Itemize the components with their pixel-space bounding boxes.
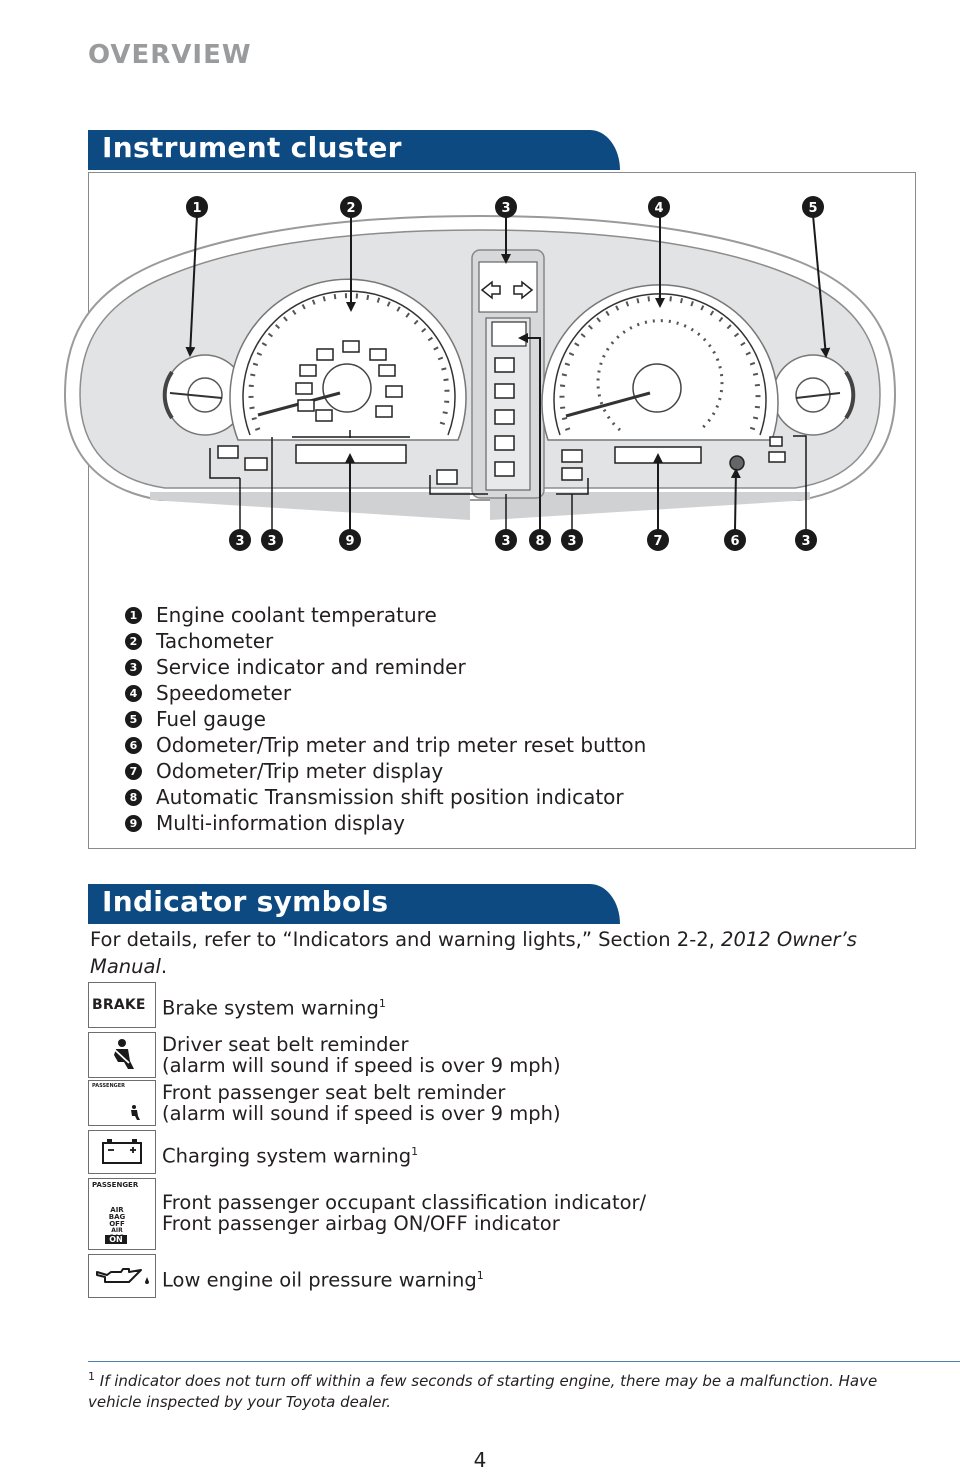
legend-label: Odometer/Trip meter display [156,759,444,783]
callout-bottom-2: 3 [267,534,276,549]
legend-label: Service indicator and reminder [156,655,466,679]
footnote-text: If indicator does not turn off within a … [88,1372,878,1411]
airbag-icon-off: AIR BAG OFF [108,1206,126,1228]
legend-number: 7 [125,763,142,780]
legend-number: 8 [125,789,142,806]
callout-3-top: 3 [501,201,510,216]
indicator-label: Front passenger seat belt reminder [162,1081,506,1104]
footnote: 1 If indicator does not turn off within … [88,1366,908,1413]
intro-text: For details, refer to “Indicators and wa… [90,928,722,951]
callout-4-top: 4 [654,201,663,216]
oil-pressure-icon [88,1254,156,1298]
callout-bottom-8: 6 [730,534,739,549]
section-title: OVERVIEW [88,40,252,70]
driver-seatbelt-icon [88,1032,156,1078]
legend-label: Speedometer [156,681,292,705]
legend-number: 5 [125,711,142,728]
footnote-marker: 1 [476,1269,484,1282]
indicator-label: Brake system warning [162,996,379,1020]
callout-bottom-3: 9 [345,534,354,549]
legend-number: 2 [125,633,142,650]
airbag-icon-passenger: PASSENGER [92,1181,139,1189]
legend-label: Tachometer [156,629,274,653]
footnote-number: 1 [88,1370,95,1383]
legend-number: 6 [125,737,142,754]
tachometer-dial [229,278,467,441]
legend-number: 9 [125,815,142,832]
callout-5-top: 5 [808,201,817,216]
battery-icon [88,1130,156,1174]
intro-manual-title: 2012 Owner’s Manual [90,928,857,978]
indicator-sublabel: Front passenger airbag ON/OFF indicator [162,1212,560,1235]
callout-bottom-7: 7 [653,534,662,549]
indicator-symbols-title: Indicator symbols [102,885,389,918]
indicator-symbols-heading: Indicator symbols [88,884,620,924]
legend-label: Odometer/Trip meter and trip meter reset… [156,733,647,757]
footnote-marker: 1 [411,1145,419,1158]
intro-end: . [160,955,168,978]
legend-label: Engine coolant temperature [156,603,437,627]
callout-1-top: 1 [192,201,201,216]
indicator-label: Low engine oil pressure warning [162,1268,477,1292]
callout-bottom-6: 3 [567,534,576,549]
indicator-sublabel: (alarm will sound if speed is over 9 mph… [162,1054,561,1077]
callout-bottom-4: 3 [501,534,510,549]
airbag-icon-on: ON [105,1235,127,1244]
indicator-label: Driver seat belt reminder [162,1033,409,1056]
instrument-cluster-diagram: 1 2 3 4 5 3 3 9 3 8 3 7 6 3 [63,196,897,551]
legend-number: 3 [125,659,142,676]
footnote-divider [88,1361,960,1362]
airbag-indicator-icon: PASSENGER AIR BAG OFF AIR BAG ON [88,1178,156,1250]
indicator-label: Front passenger occupant classification … [162,1191,647,1214]
legend-number: 4 [125,685,142,702]
page-number: 4 [473,1448,487,1472]
callout-bottom-9: 3 [801,534,810,549]
indicator-sublabel: (alarm will sound if speed is over 9 mph… [162,1102,561,1125]
callout-2-top: 2 [346,201,355,216]
callout-bottom-5: 8 [535,534,544,549]
instrument-cluster-panel [88,172,916,849]
callout-bottom-1: 3 [235,534,244,549]
brake-warning-icon: BRAKE [88,982,156,1028]
legend-number: 1 [125,607,142,624]
speedometer-dial [541,284,779,441]
footnote-marker: 1 [378,997,386,1010]
brake-icon-text: BRAKE [92,997,146,1013]
instrument-cluster-heading: Instrument cluster [88,130,620,170]
legend-label: Automatic Transmission shift position in… [156,785,624,809]
passenger-icon-text: PASSENGER [92,1083,126,1089]
legend-label: Fuel gauge [156,707,266,731]
legend-label: Multi-information display [156,811,405,835]
indicator-label: Charging system warning [162,1144,412,1168]
instrument-cluster-title: Instrument cluster [102,131,402,164]
passenger-seatbelt-icon: PASSENGER [88,1080,156,1126]
indicator-intro: For details, refer to “Indicators and wa… [90,926,910,980]
